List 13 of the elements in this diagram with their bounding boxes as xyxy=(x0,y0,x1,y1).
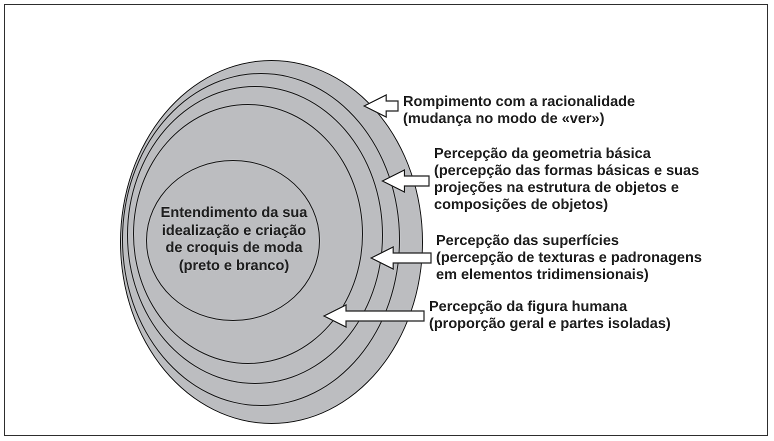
heading-text: Percepção das superfícies xyxy=(436,233,620,250)
arrow xyxy=(322,304,425,328)
description-text: (percepção de texturas e padronagens em elementos tridimensionais) xyxy=(436,250,703,284)
arrow xyxy=(381,169,430,193)
arrow xyxy=(362,94,399,118)
description-text: (mudança no modo de «ver») xyxy=(403,111,606,128)
description-text: (proporção geral e partes isoladas) xyxy=(429,316,672,333)
arrow xyxy=(370,246,432,270)
description-text: (percepção das formas básicas e suas projeções na estrutura de objetos e composições de objetos) xyxy=(434,163,700,214)
heading-text: Percepção da figura humana xyxy=(429,299,628,316)
center-text: Entendimento da sua idealização e criação de croquis de moda (preto e branco) xyxy=(160,205,308,275)
heading-text: Percepção da geometria básica xyxy=(434,146,652,163)
heading-text: Rompimento com a racionalidade xyxy=(403,94,636,111)
